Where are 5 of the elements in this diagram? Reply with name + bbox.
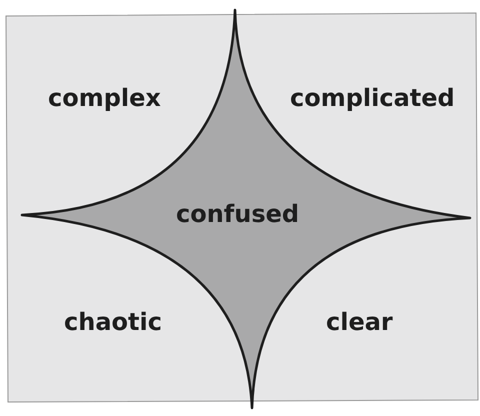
domain-label: confused [176,200,300,228]
domain-label: clear [326,308,393,336]
domain-label: complex [48,84,161,112]
domain-label: chaotic [64,308,162,336]
domain-label: complicated [290,84,455,112]
